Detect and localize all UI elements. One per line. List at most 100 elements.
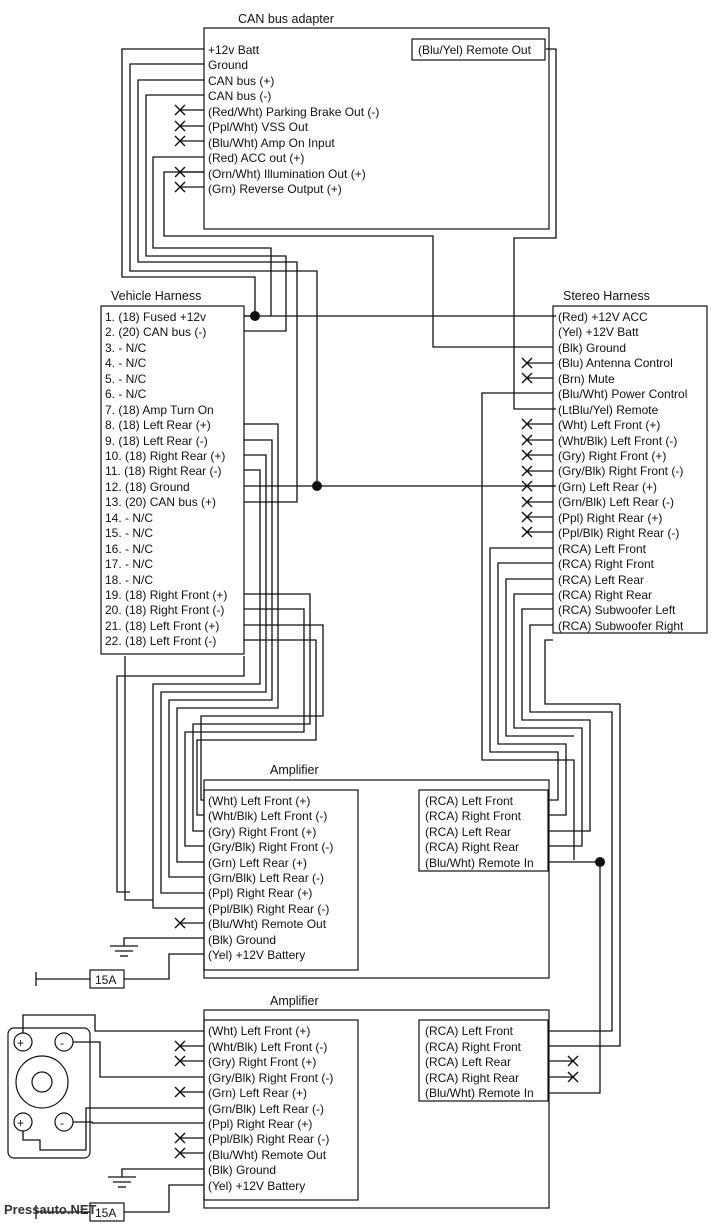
- cut-mark-icon: [174, 104, 204, 116]
- sub-plus-label: +: [17, 1116, 24, 1130]
- can-adapter-wires: [121, 48, 557, 503]
- amp1-input-pin: (RCA) Left Rear: [425, 825, 511, 839]
- subwoofer-frame: [7, 1027, 91, 1159]
- amp2-speaker-pin: (Blu/Wht) Remote Out: [208, 1148, 327, 1162]
- amp2-speaker-pin: (Wht/Blk) Left Front (-): [208, 1040, 327, 1054]
- stereo-pin: (RCA) Right Front: [558, 557, 655, 571]
- vehicle-pin: 22. (18) Left Front (-): [105, 634, 216, 648]
- stereo-pin: (Brn) Mute: [558, 372, 615, 386]
- vehicle-harness-title: Vehicle Harness: [111, 289, 201, 303]
- vehicle-pin: 17. - N/C: [105, 557, 153, 571]
- amp2-fused-power: 15A: [35, 1184, 204, 1222]
- can-pin: CAN bus (-): [208, 89, 271, 103]
- cut-mark-icon: [174, 120, 204, 132]
- can-pin: (Blu/Wht) Amp On Input: [208, 136, 335, 150]
- amp1-input-box: [418, 789, 549, 872]
- amp2-speaker-pin: (Wht) Left Front (+): [208, 1024, 310, 1038]
- amp1-title: Amplifier: [270, 763, 319, 777]
- cut-mark-icon: [521, 480, 553, 492]
- vehicle-pin: 10. (18) Right Rear (+): [105, 449, 225, 463]
- stereo-pin: (Gry/Blk) Right Front (-): [558, 464, 683, 478]
- splice-dot: [250, 311, 260, 321]
- vehicle-pin: 21. (18) Left Front (+): [105, 619, 219, 633]
- cut-marks-stereo: [521, 357, 553, 538]
- can-adapter-box: [203, 27, 550, 230]
- minus-terminal-icon: -: [54, 1032, 74, 1052]
- amp1-speaker-pin: (Ppl) Right Rear (+): [208, 886, 312, 900]
- amp2-input-pin: (RCA) Left Rear: [425, 1055, 511, 1069]
- amp2-speaker-pin: (Ppl) Right Rear (+): [208, 1117, 312, 1131]
- vehicle-pin: 18. - N/C: [105, 573, 153, 587]
- amp1-speaker-pin: (Blk) Ground: [208, 933, 276, 947]
- amp1-speaker-pin: (Gry/Blk) Right Front (-): [208, 840, 333, 854]
- amp2-speaker-pin: (Grn/Blk) Left Rear (-): [208, 1102, 324, 1116]
- amp2-title: Amplifier: [270, 994, 319, 1008]
- vehicle-harness-box: [100, 305, 245, 655]
- can-pin: (Red/Wht) Parking Brake Out (-): [208, 105, 379, 119]
- cut-mark-icon: [174, 1055, 204, 1067]
- can-pin: (Grn) Reverse Output (+): [208, 182, 342, 196]
- vehicle-pin: 16. - N/C: [105, 542, 153, 556]
- vehicle-pin: 9. (18) Left Rear (-): [105, 434, 208, 448]
- sub-minus-label: -: [60, 1036, 64, 1050]
- amp1-speaker-box: [203, 789, 359, 971]
- amp2-speaker-pin: (Gry) Right Front (+): [208, 1055, 316, 1069]
- vehicle-to-amp1-wires: [116, 423, 324, 909]
- amp2-input-pin: (RCA) Right Front: [425, 1040, 522, 1054]
- stereo-pin: (Wht) Left Front (+): [558, 418, 660, 432]
- can-pin: (Orn/Wht) Illumination Out (+): [208, 167, 366, 181]
- cut-mark-icon: [548, 1055, 579, 1067]
- minus-terminal-icon: -: [54, 1112, 74, 1132]
- amp1-fused-power: 15A: [35, 953, 204, 989]
- splice-dot: [312, 481, 322, 491]
- ground-icon: [110, 937, 204, 957]
- can-pin: +12v Batt: [208, 43, 260, 57]
- stereo-pin: (RCA) Right Rear: [558, 588, 652, 602]
- vehicle-pin: 3. - N/C: [105, 341, 147, 355]
- amp1-speaker-pin: (Wht) Left Front (+): [208, 794, 310, 808]
- amplifier-2: Amplifier (Wht) Left Front (+) (Wht/Blk)…: [35, 994, 579, 1222]
- stereo-harness-wires: [163, 171, 621, 1094]
- amp2-speaker-box: [203, 1019, 359, 1201]
- amp1-input-pin: (Blu/Wht) Remote In: [425, 856, 534, 870]
- can-adapter-remote-out: (Blu/Yel) Remote Out: [418, 43, 532, 57]
- stereo-pin: (Red) +12V ACC: [558, 310, 648, 324]
- cut-marks-amp2: [174, 1040, 579, 1159]
- can-pin: CAN bus (+): [208, 74, 274, 88]
- cut-mark-icon: [521, 418, 553, 430]
- stereo-harness-box: [552, 305, 708, 634]
- stereo-pin: (RCA) Left Front: [558, 542, 647, 556]
- splice-dot: [595, 857, 605, 867]
- stereo-pin: (Grn/Blk) Left Rear (-): [558, 495, 674, 509]
- vehicle-pin: 6. - N/C: [105, 387, 147, 401]
- amp2-input-pin: (RCA) Left Front: [425, 1024, 514, 1038]
- watermark: Pressauto.NET: [4, 1202, 97, 1217]
- vehicle-pin: 1. (18) Fused +12v: [105, 310, 206, 324]
- vehicle-pin: 2. (20) CAN bus (-): [105, 325, 206, 339]
- amp2-speaker-pin: (Grn) Left Rear (+): [208, 1086, 307, 1100]
- amp2-input-pin: (RCA) Right Rear: [425, 1071, 519, 1085]
- stereo-pin: (RCA) Left Rear: [558, 573, 644, 587]
- amp2-speaker-pin: (Ppl/Blk) Right Rear (-): [208, 1132, 329, 1146]
- stereo-pin: (Blu) Antenna Control: [558, 356, 673, 370]
- amplifier-1: Amplifier (Wht) Left Front (+) (Wht/Blk)…: [35, 763, 550, 989]
- stereo-pin: (Gry) Right Front (+): [558, 449, 666, 463]
- vehicle-pin: 19. (18) Right Front (+): [105, 588, 227, 602]
- cut-mark-icon: [174, 917, 204, 929]
- stereo-pin: (Blk) Ground: [558, 341, 626, 355]
- vehicle-pin: 7. (18) Amp Turn On: [105, 403, 214, 417]
- cut-mark-icon: [174, 181, 204, 193]
- cut-mark-icon: [521, 434, 553, 446]
- amp2-speaker-pin: (Blk) Ground: [208, 1163, 276, 1177]
- amp2-speaker-pin: (Gry/Blk) Right Front (-): [208, 1071, 333, 1085]
- can-pin: (Ppl/Wht) VSS Out: [208, 120, 309, 134]
- cut-mark-icon: [174, 1086, 204, 1098]
- amp2-speaker-pin: (Yel) +12V Battery: [208, 1179, 305, 1193]
- sub-plus-label: +: [17, 1036, 24, 1050]
- vehicle-pin: 8. (18) Left Rear (+): [105, 418, 211, 432]
- stereo-pin: (RCA) Subwoofer Right: [558, 619, 684, 633]
- amp1-input-pin: (RCA) Left Front: [425, 794, 514, 808]
- can-pin: Ground: [208, 58, 248, 72]
- plus-terminal-icon: +: [13, 1112, 33, 1132]
- cut-mark-icon: [521, 449, 553, 461]
